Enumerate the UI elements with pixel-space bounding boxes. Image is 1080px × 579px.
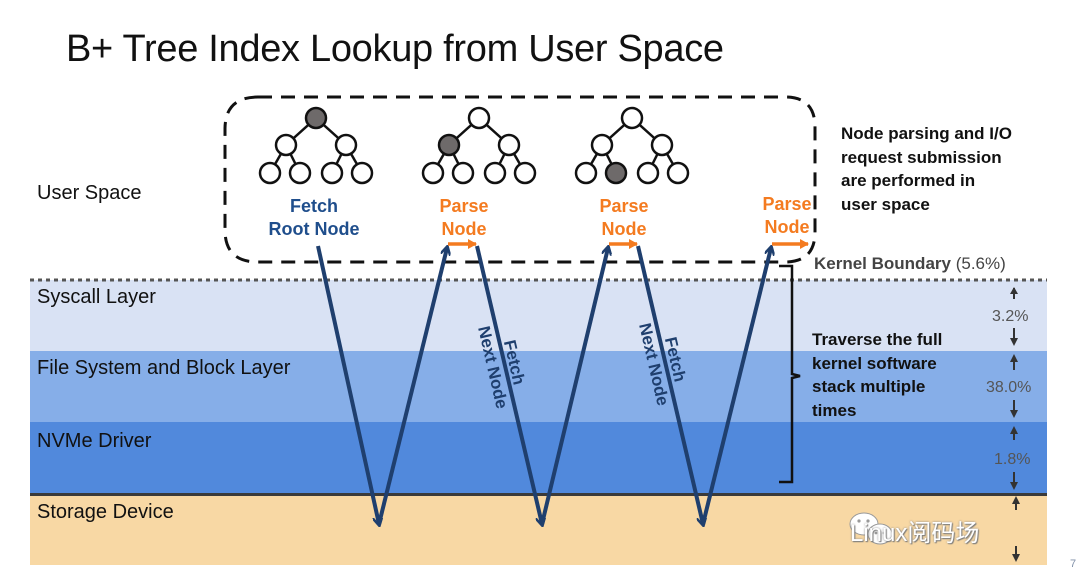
- kernel-boundary-pct: (5.6%): [955, 254, 1006, 273]
- tree-node-right-left-leaf: [483, 161, 507, 185]
- pct-fs-block: 38.0%: [986, 379, 1032, 396]
- step-label-line1: Parse: [439, 196, 489, 216]
- return-up-arrow-3: [701, 248, 771, 525]
- kernel-boundary-text: Kernel Boundary: [814, 254, 951, 273]
- slide-title: B+ Tree Index Lookup from User Space: [66, 28, 724, 70]
- note-line: Node parsing and I/O: [841, 124, 1012, 143]
- step-label-line1: Parse: [599, 196, 649, 216]
- percentage-arrows: [1010, 287, 1020, 562]
- note-line: user space: [841, 194, 930, 214]
- kernel-boundary-label: Kernel Boundary (5.6%): [814, 254, 1006, 274]
- tree-node-left-right-leaf: [288, 161, 312, 185]
- tree-node-right-child: [650, 133, 674, 157]
- fetch-next-down-arrow-2: [636, 245, 703, 524]
- note-line: stack multiple: [812, 377, 926, 396]
- pct-syscall: 3.2%: [992, 308, 1029, 325]
- kernel-traverse-brace: [779, 264, 801, 484]
- tree-node-right-right-leaf: [350, 161, 374, 185]
- btree-icons: [258, 106, 690, 185]
- step-label-line2: Root Node: [268, 219, 360, 239]
- tree-node-left-right-leaf: [604, 161, 628, 185]
- tree-node-root: [304, 106, 328, 130]
- tree-node-left-left-leaf: [421, 161, 445, 185]
- tree-node-right-right-leaf: [666, 161, 690, 185]
- return-up-arrow-2: [540, 248, 608, 525]
- step-label-line1: Fetch: [289, 196, 338, 216]
- layer-label-storage: Storage Device: [37, 501, 174, 523]
- page-number: 7: [1070, 558, 1077, 570]
- syscall-layer-band: [30, 280, 1047, 351]
- fetch-next-down-arrow-1: [475, 245, 542, 524]
- user-space-note: Node parsing and I/O request submission …: [841, 122, 1012, 216]
- note-line: Traverse the full: [812, 330, 943, 349]
- tree-node-left-child: [437, 133, 461, 157]
- step-label-fetch-root: Fetch Root Node: [258, 195, 370, 241]
- tree-node-left-right-leaf: [451, 161, 475, 185]
- step-label-line2: Node: [764, 217, 810, 237]
- return-up-arrow-1: [377, 248, 447, 525]
- user-space-dashed-box: [223, 95, 817, 264]
- btree-icon-2: [421, 106, 537, 185]
- tree-node-left-left-leaf: [258, 161, 282, 185]
- wechat-logo-icon: [849, 512, 893, 545]
- fs-block-layer-band: [30, 351, 1047, 422]
- btree-icon-1: [258, 106, 374, 185]
- note-line: kernel software: [812, 353, 937, 373]
- watermark-text: Linux阅码场: [850, 520, 980, 547]
- step-label-line2: Node: [441, 219, 487, 239]
- layer-label-nvme: NVMe Driver: [37, 430, 152, 452]
- nvme-driver-band: [30, 422, 1047, 493]
- step-label-parse-1: Parse Node: [426, 195, 502, 241]
- step-label-line2: Node: [601, 219, 647, 239]
- layer-label-syscall: Syscall Layer: [37, 286, 156, 308]
- tree-node-root: [620, 106, 644, 130]
- note-line: times: [812, 400, 857, 420]
- layer-label-fs-block: File System and Block Layer: [37, 357, 291, 379]
- step-label-parse-3: Parse Node: [752, 193, 822, 239]
- step-label-line1: Parse: [762, 194, 812, 214]
- note-line: are performed in: [841, 171, 976, 190]
- tree-node-right-child: [334, 133, 358, 157]
- kernel-traverse-note: Traverse the full kernel software stack …: [812, 328, 942, 422]
- tree-node-root: [467, 106, 491, 130]
- tree-node-left-child: [274, 133, 298, 157]
- note-line: request submission: [841, 147, 1002, 167]
- pct-nvme: 1.8%: [994, 451, 1031, 468]
- tree-node-right-child: [497, 133, 521, 157]
- tree-node-left-child: [590, 133, 614, 157]
- tree-node-right-left-leaf: [320, 161, 344, 185]
- step-label-parse-2: Parse Node: [586, 195, 662, 241]
- tree-node-left-left-leaf: [574, 161, 598, 185]
- tree-node-right-left-leaf: [636, 161, 660, 185]
- user-space-label: User Space: [37, 182, 142, 204]
- fetch-root-down-arrow: [316, 245, 379, 524]
- tree-node-right-right-leaf: [513, 161, 537, 185]
- btree-icon-3: [574, 106, 690, 185]
